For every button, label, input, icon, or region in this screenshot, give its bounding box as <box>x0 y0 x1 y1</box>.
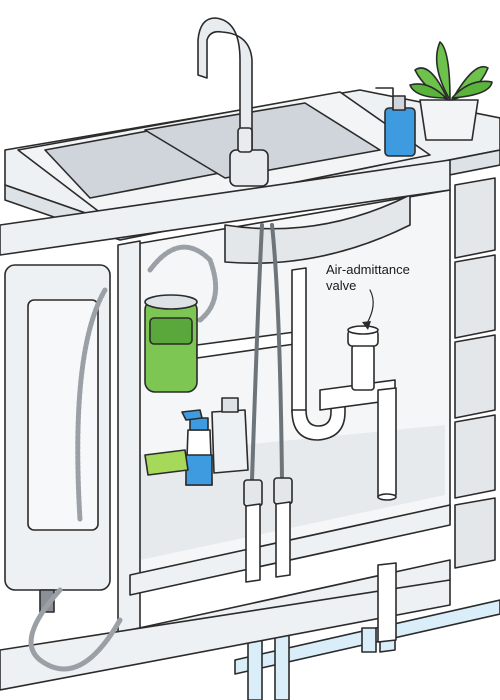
shutoff-valve-icon <box>243 477 293 583</box>
dishwasher-icon <box>4 264 123 672</box>
p-trap-icon <box>291 267 396 441</box>
air-admittance-valve-label: Air-admittance valve <box>326 262 436 294</box>
drain-riser <box>377 387 397 643</box>
air-admittance-valve-icon <box>347 325 379 391</box>
sponge-icon <box>144 449 189 476</box>
spray-bottle-icon <box>181 409 213 486</box>
callout-line-1: Air-admittance <box>326 262 410 277</box>
callout-line-2: valve <box>326 278 357 293</box>
faucet-icon <box>197 17 269 187</box>
garbage-disposer-icon <box>144 294 198 393</box>
callout-arrowhead <box>362 321 371 330</box>
double-sink <box>17 91 431 265</box>
supply-hoses <box>250 223 284 482</box>
potted-plant-icon <box>409 41 493 141</box>
drawer-stack <box>454 177 496 569</box>
dishwasher-drain-hose <box>75 244 219 523</box>
soap-dispenser-icon <box>375 87 416 157</box>
detergent-jug-icon <box>211 397 249 474</box>
